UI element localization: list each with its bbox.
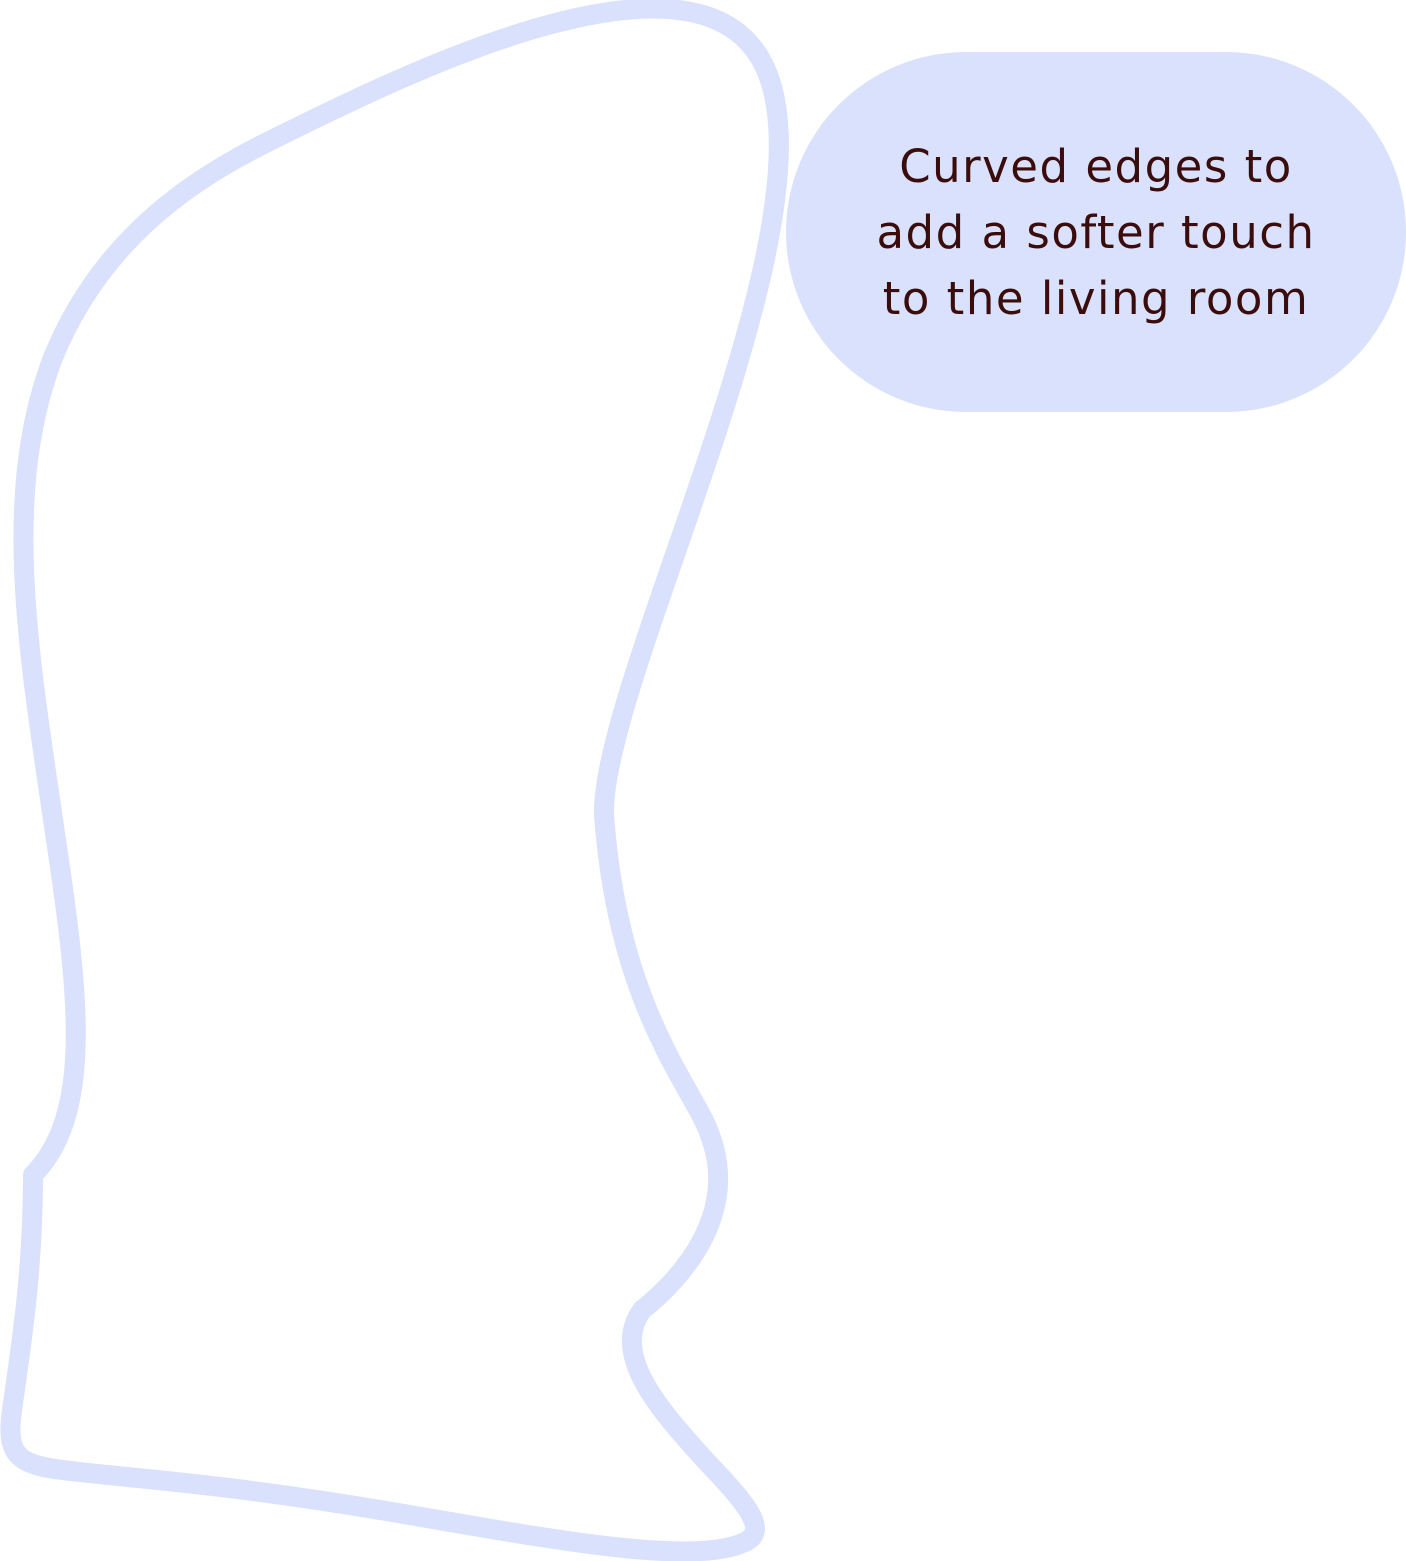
callout-text-line-1: Curved edges to [899,140,1293,193]
curved-outline-path [0,0,789,1561]
callout-bubble: Curved edges to add a softer touch to th… [786,52,1406,412]
callout-text-line-2: add a softer touch [876,206,1316,259]
callout-text-line-3: to the living room [882,272,1310,325]
